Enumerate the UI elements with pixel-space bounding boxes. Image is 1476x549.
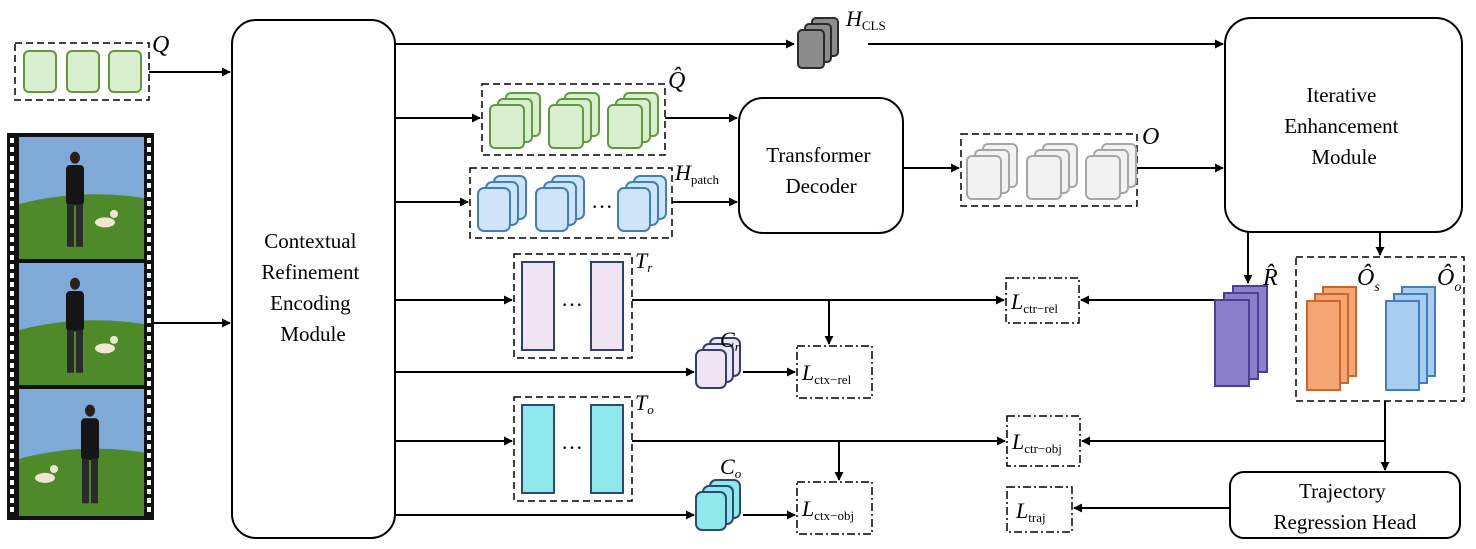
o-stack-1 xyxy=(966,143,1018,200)
o-token-stacks xyxy=(966,143,1137,200)
o-s-stack xyxy=(1306,286,1357,391)
h-patch-stack-2 xyxy=(535,175,585,232)
c-o-card xyxy=(695,479,741,531)
c-r-token-stack xyxy=(695,337,741,389)
o-stack-3 xyxy=(1085,143,1137,200)
r-hat-card xyxy=(1214,285,1268,387)
h-patch-token-stacks xyxy=(477,175,667,232)
q-hat-stack-3 xyxy=(607,92,659,149)
h-cls-token-stack xyxy=(797,17,839,69)
r-hat-label: R̂ xyxy=(1262,264,1278,291)
h-patch-label: Hpatch xyxy=(674,160,720,187)
encoder-module-label: Contextual Refinement Encoding Module xyxy=(261,229,364,346)
query-label: Q xyxy=(152,32,169,58)
transformer-decoder-label: Transformer Decoder xyxy=(766,143,875,198)
h-cls-card xyxy=(797,17,839,69)
o-label: O xyxy=(1142,124,1159,150)
trajectory-regression-head-box xyxy=(1229,471,1461,539)
iterative-enhancement-module-label: Iterative Enhancement Module xyxy=(1284,83,1404,169)
loss-traj: Ltraj xyxy=(1006,486,1073,533)
video-frame-1 xyxy=(19,137,144,259)
iterative-enhancement-module-box xyxy=(1224,17,1463,233)
encoder-module-box xyxy=(231,19,396,539)
o-o-stack xyxy=(1385,286,1436,391)
t-o-label: To xyxy=(635,390,654,417)
c-r-label: Cr xyxy=(720,327,741,354)
arrows xyxy=(149,39,1390,520)
video-frame-3 xyxy=(19,389,144,516)
q-hat-dashed-box xyxy=(481,83,666,156)
loss-ctr-obj: Lctr−obj xyxy=(1006,415,1081,467)
q-hat-stack-2 xyxy=(548,92,600,149)
svg-text:Lctr−rel: Lctr−rel xyxy=(1010,289,1058,316)
t-o-token-1 xyxy=(521,404,555,494)
q-hat-stack-1 xyxy=(489,92,541,149)
t-r-token-1 xyxy=(521,261,555,351)
t-r-token-2 xyxy=(590,261,624,351)
svg-text:Lctx−rel: Lctx−rel xyxy=(801,360,852,387)
t-r-label: Tr xyxy=(635,248,653,275)
t-r-ellipsis: ··· xyxy=(561,292,583,317)
h-cls-label: HCLS xyxy=(845,6,886,33)
trajectory-regression-head-label: Trajectory Regression Head xyxy=(1274,479,1417,534)
loss-ctx-rel: Lctx−rel xyxy=(796,345,873,399)
q-hat-token-stacks xyxy=(489,92,659,149)
q-hat-label: Q̂ xyxy=(668,67,685,94)
os-oo-dashed-box xyxy=(1295,256,1465,402)
svg-text:Ltraj: Ltraj xyxy=(1015,498,1046,525)
c-r-card xyxy=(695,337,741,389)
t-o-ellipsis: ··· xyxy=(561,435,583,460)
c-o-label: Co xyxy=(720,454,742,481)
svg-text:Lctx−obj: Lctx−obj xyxy=(801,496,854,523)
o-s-card xyxy=(1306,286,1357,391)
loss-ctx-obj: Lctx−obj xyxy=(796,481,873,535)
loss-ctr-rel: Lctr−rel xyxy=(1005,277,1080,324)
r-hat-stack xyxy=(1214,285,1268,387)
h-patch-ellipsis: ··· xyxy=(591,194,613,219)
o-o-card xyxy=(1385,286,1436,391)
video-frame-2 xyxy=(19,263,144,385)
o-s-label: Ôs xyxy=(1357,264,1380,295)
t-r-dashed-box xyxy=(513,253,633,359)
query-tokens xyxy=(23,50,142,93)
h-patch-stack-1 xyxy=(477,175,527,232)
c-o-token-stack xyxy=(695,479,741,531)
o-o-label: Ôo xyxy=(1437,264,1461,295)
video-frames-filmstrip-icon xyxy=(7,133,154,520)
t-o-token-2 xyxy=(590,404,624,494)
svg-text:Lctr−obj: Lctr−obj xyxy=(1011,429,1062,456)
query-dashed-box xyxy=(14,42,150,101)
h-patch-stack-3 xyxy=(617,175,667,232)
o-stack-2 xyxy=(1026,143,1078,200)
t-o-dashed-box xyxy=(513,396,633,502)
transformer-decoder-box xyxy=(738,97,904,234)
